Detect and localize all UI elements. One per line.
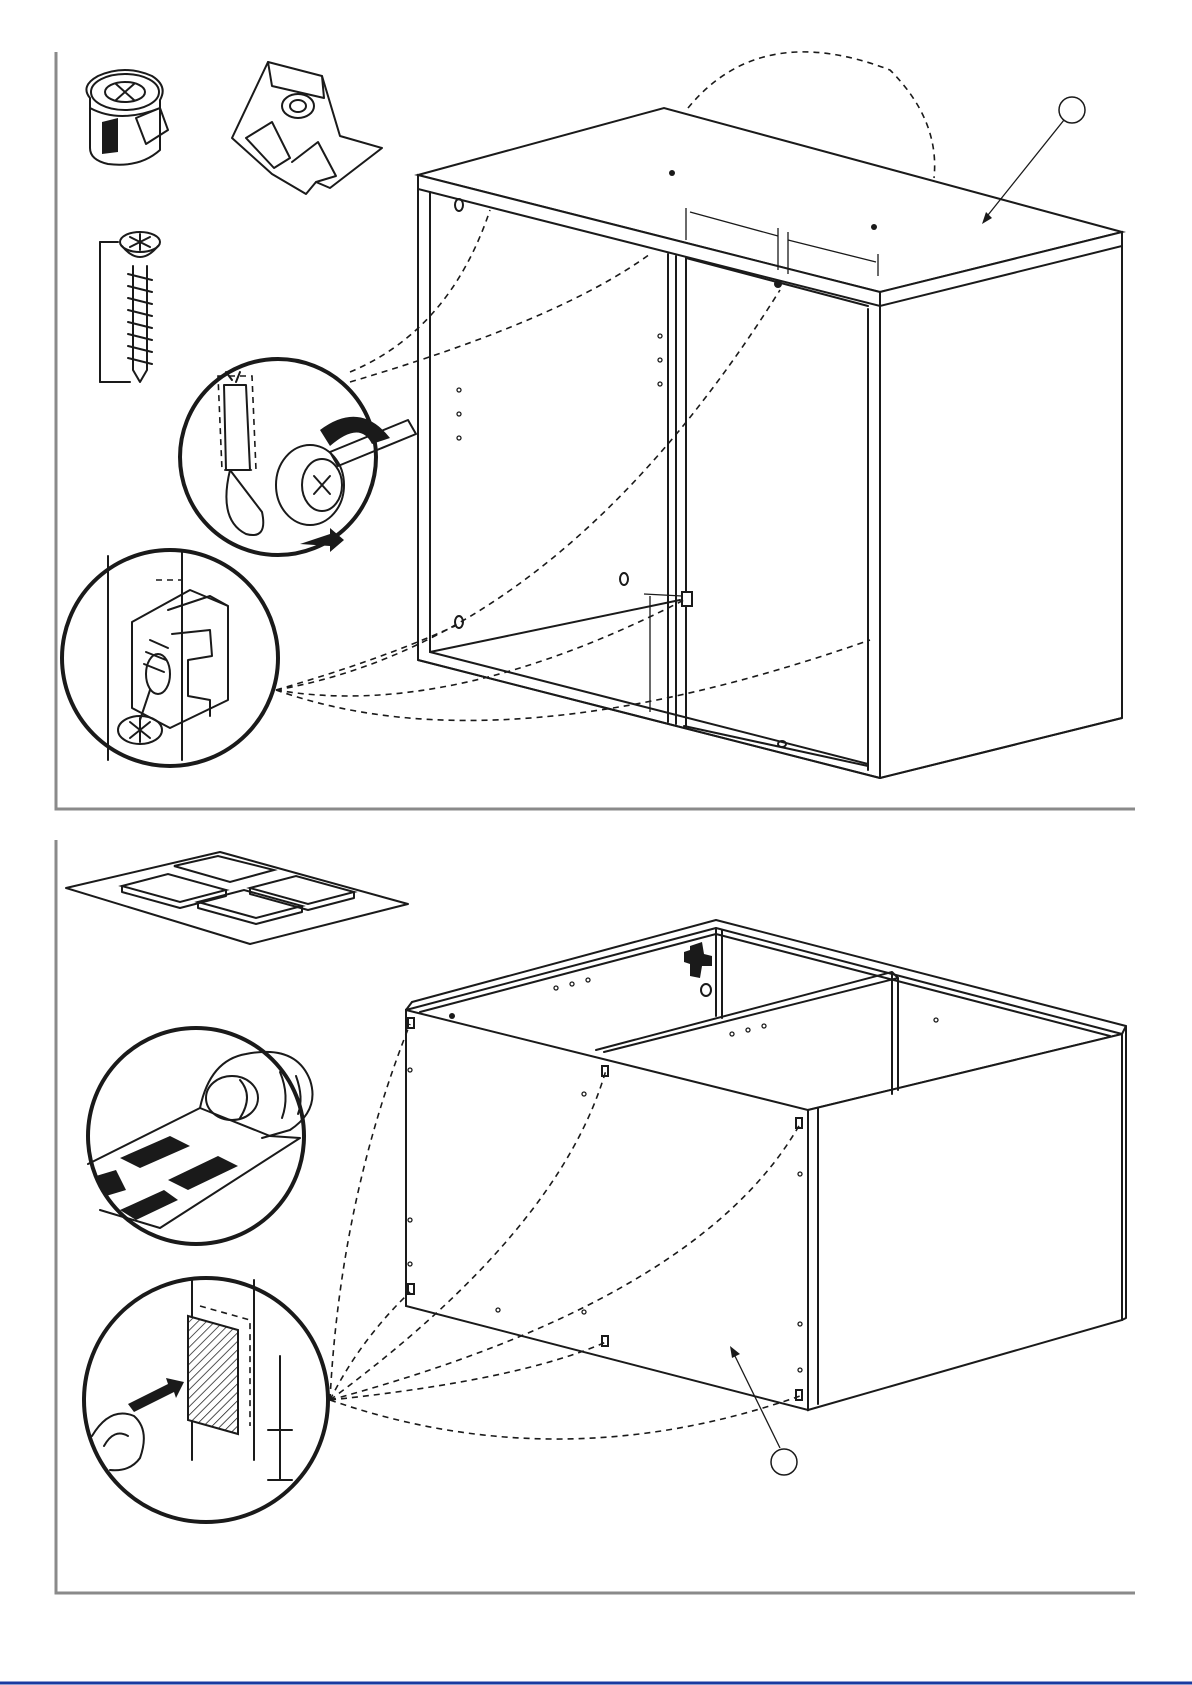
step-1-panel <box>56 52 1135 809</box>
apply-pad-detail-icon <box>84 1278 328 1522</box>
screw-icon <box>100 232 160 382</box>
step-2-panel <box>56 840 1135 1593</box>
cabinet-step-1 <box>418 108 1122 778</box>
corner-bracket-icon <box>232 62 382 194</box>
bracket-detail-icon <box>62 550 278 766</box>
part-callout-2 <box>771 1449 797 1475</box>
cam-lock-icon <box>86 70 168 165</box>
peel-pad-detail-icon <box>88 1028 313 1244</box>
part-callout-1 <box>1059 97 1085 123</box>
cabinet-step-2 <box>406 920 1126 1410</box>
screwdriver-detail-icon <box>180 359 416 555</box>
felt-pads-icon <box>66 852 408 944</box>
